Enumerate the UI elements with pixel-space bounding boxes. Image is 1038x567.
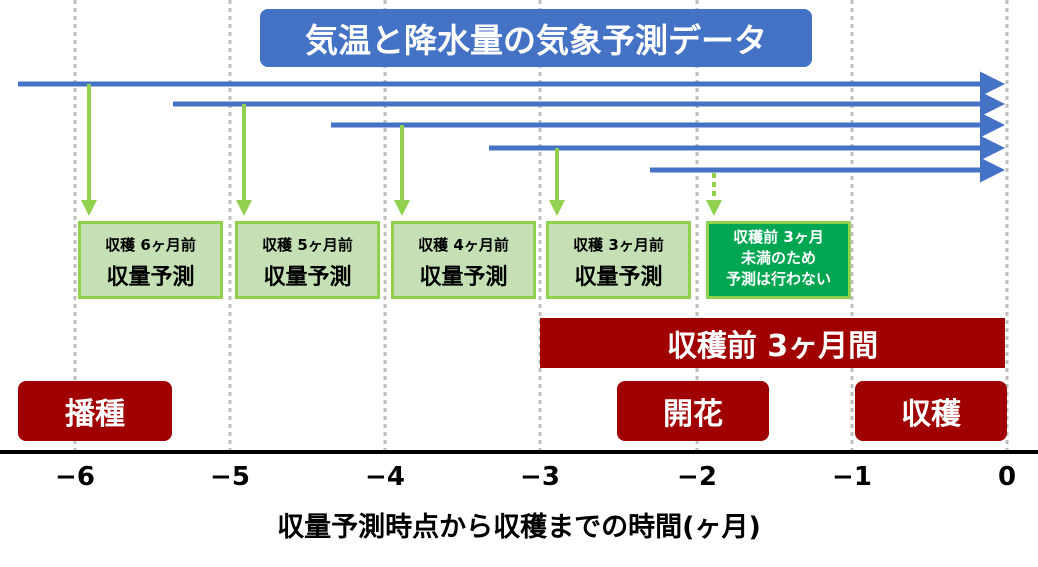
forecast-box-6: 収穫 6ヶ月前 収量予測 bbox=[78, 221, 223, 299]
forecast-box-line1: 収穫 6ヶ月前 bbox=[105, 236, 196, 254]
forecast-box-line1: 収穫 5ヶ月前 bbox=[262, 236, 353, 254]
period-label: 収穫前 3ヶ月間 bbox=[666, 329, 879, 364]
stage-flowering: 開花 bbox=[617, 381, 769, 441]
tick-label-minus3: −3 bbox=[520, 462, 560, 492]
forecast-box-line2: 収量予測 bbox=[419, 265, 508, 290]
axis-title: 収量予測時点から収穫までの時間(ヶ月) bbox=[277, 512, 761, 543]
no-forecast-line1: 収穫前 3ヶ月 bbox=[733, 228, 824, 246]
forecast-box-5: 収穫 5ヶ月前 収量予測 bbox=[235, 221, 380, 299]
forecast-box-line1: 収穫 4ヶ月前 bbox=[418, 236, 509, 254]
tick-label-0: 0 bbox=[997, 462, 1017, 492]
title-banner: 気温と降水量の気象予測データ bbox=[260, 9, 812, 67]
forecast-box-line2: 収量予測 bbox=[574, 265, 663, 290]
forecast-box-3: 収穫 3ヶ月前 収量予測 bbox=[546, 221, 691, 299]
stage-harvest: 収穫 bbox=[855, 381, 1007, 441]
tick-label-minus1: −1 bbox=[832, 462, 872, 492]
forecast-box-line2: 収量予測 bbox=[263, 265, 352, 290]
no-forecast-box: 収穫前 3ヶ月 未満のため 予測は行わない bbox=[706, 221, 851, 299]
tick-label-minus6: −6 bbox=[55, 462, 95, 492]
stage-flowering-label: 開花 bbox=[663, 397, 723, 432]
stage-harvest-label: 収穫 bbox=[901, 397, 961, 432]
title-text: 気温と降水量の気象予測データ bbox=[305, 21, 767, 60]
pre-harvest-period-bar: 収穫前 3ヶ月間 bbox=[540, 318, 1005, 368]
tick-label-minus4: −4 bbox=[365, 462, 405, 492]
tick-label-minus5: −5 bbox=[210, 462, 250, 492]
stage-sowing-label: 播種 bbox=[65, 397, 125, 432]
forecast-box-line1: 収穫 3ヶ月前 bbox=[573, 236, 664, 254]
stage-sowing: 播種 bbox=[18, 381, 172, 441]
no-forecast-line3: 予測は行わない bbox=[725, 270, 831, 288]
tick-label-minus2: −2 bbox=[677, 462, 717, 492]
no-forecast-line2: 未満のため bbox=[740, 249, 816, 267]
forecast-box-line2: 収量予測 bbox=[106, 265, 195, 290]
forecast-box-4: 収穫 4ヶ月前 収量予測 bbox=[391, 221, 536, 299]
